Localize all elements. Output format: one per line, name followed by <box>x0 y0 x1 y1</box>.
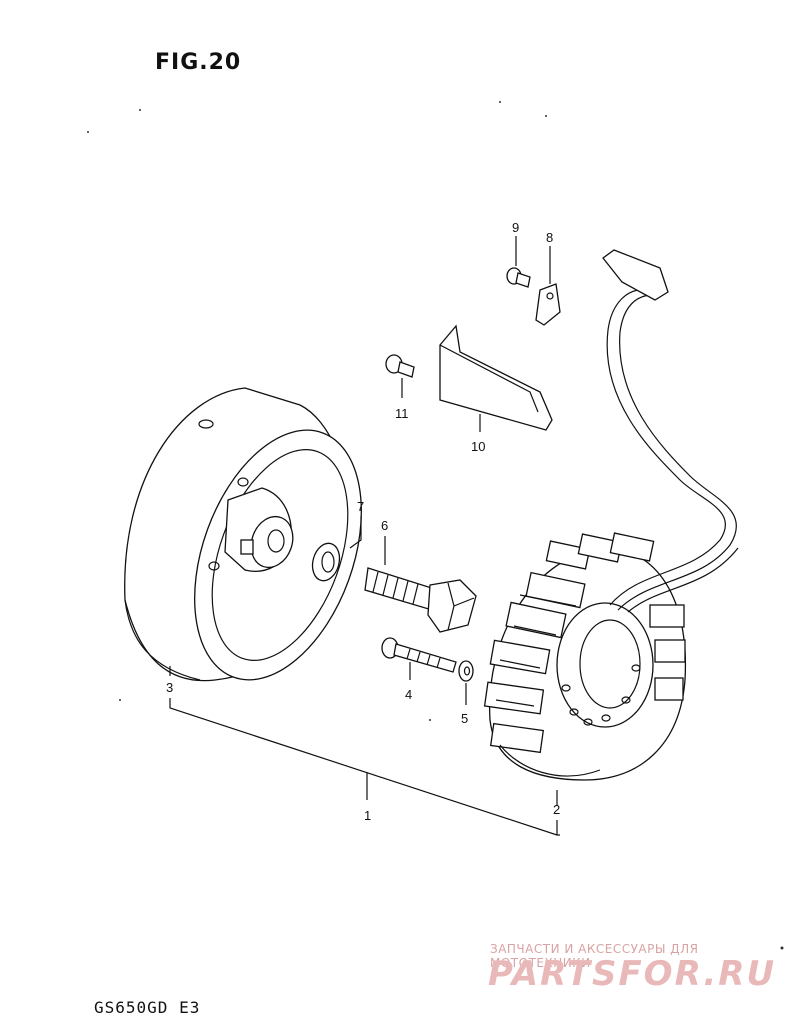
callout-lines <box>169 236 560 836</box>
small-washer <box>458 660 474 682</box>
lead-wire-bracket <box>439 324 553 431</box>
callout-10: 10 <box>471 439 485 454</box>
callout-5: 5 <box>461 711 468 726</box>
callout-3: 3 <box>166 680 173 695</box>
washer <box>311 542 341 582</box>
callout-7: 7 <box>357 499 364 514</box>
wire-clamp <box>535 283 561 326</box>
stator-screw <box>381 637 457 673</box>
callout-1: 1 <box>364 808 371 823</box>
callout-8: 8 <box>546 230 553 245</box>
rotor-bolt <box>364 567 477 633</box>
model-code: GS650GD E3 <box>94 998 201 1017</box>
bracket-screw <box>506 267 531 288</box>
rotor-flywheel <box>124 387 362 682</box>
callout-2: 2 <box>553 802 560 817</box>
callout-9: 9 <box>512 220 519 235</box>
stator-coil <box>483 532 687 781</box>
cover-screw <box>385 354 415 378</box>
callout-11: 11 <box>395 406 409 421</box>
watermark-logo: PARTSFOR.RU <box>488 954 777 994</box>
lead-wire <box>602 249 739 613</box>
callout-6: 6 <box>381 518 388 533</box>
figure-title: FIG.20 <box>155 50 242 75</box>
callout-4: 4 <box>405 687 412 702</box>
watermark-tagline: ЗАПЧАСТИ И АКСЕССУАРЫ ДЛЯ МОТОТЕХНИКИ <box>490 942 699 970</box>
